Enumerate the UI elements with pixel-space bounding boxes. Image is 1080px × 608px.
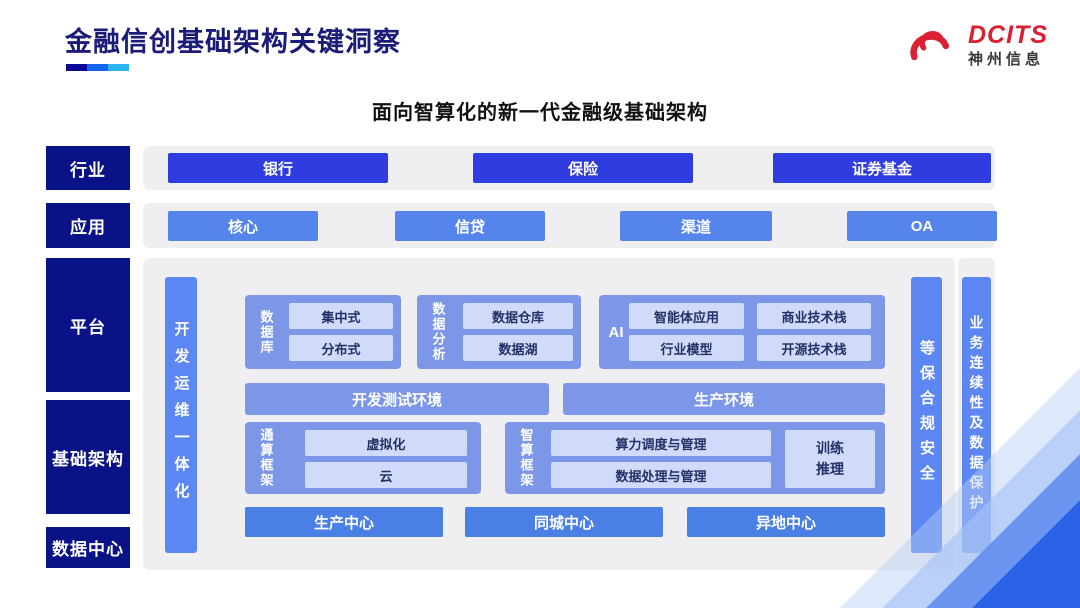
row-label-platform: 平台 [46,258,130,392]
dcits-logo: DCITS 神州信息 [902,20,1048,70]
title-underline [66,64,129,71]
continuity-vertical-bar: 业务连续性及数据保护 [962,277,991,553]
security-vertical-bar: 等保合规安全 [911,277,942,553]
application-row-panel: 核心 信贷 渠道 OA [143,203,997,248]
database-item-distributed: 分布式 [289,335,393,361]
center-box-remote: 异地中心 [687,507,885,537]
row-label-application: 应用 [46,203,130,248]
group-analytics-label: 数据分析 [430,302,446,362]
group-general-compute: 通算框架 虚拟化 云 [245,422,481,494]
page-title: 金融信创基础架构关键洞察 [65,27,401,57]
ai-item-agent-app: 智能体应用 [629,303,744,329]
row-label-industry: 行业 [46,146,130,190]
underline-segment-cyan [108,64,129,71]
group-ai-label: AI [608,323,624,341]
row-label-datacenter: 数据中心 [46,527,130,568]
row-label-infrastructure: 基础架构 [46,400,130,514]
continuity-panel: 业务连续性及数据保护 [958,258,995,570]
ai-item-industry-model: 行业模型 [629,335,744,361]
underline-segment-dark [66,64,87,71]
logo-company-text: 神州信息 [968,51,1045,68]
ai-item-commercial-stack: 商业技术栈 [757,303,871,329]
group-analytics: 数据分析 数据仓库 数据湖 [417,295,581,369]
industry-box-insurance: 保险 [473,153,693,183]
devops-vertical-bar: 开发运维一体化 [165,277,197,553]
industry-row-panel: 银行 保险 证券基金 [143,146,995,190]
app-box-core: 核心 [168,211,318,241]
industry-box-securities: 证券基金 [773,153,991,183]
group-general-compute-label: 通算框架 [258,428,274,488]
logo-text: DCITS 神州信息 [968,21,1048,68]
center-box-production: 生产中心 [245,507,443,537]
app-box-oa: OA [847,211,997,241]
app-box-credit: 信贷 [395,211,545,241]
database-item-centralized: 集中式 [289,303,393,329]
group-database: 数据库 集中式 分布式 [245,295,401,369]
industry-box-bank: 银行 [168,153,388,183]
logo-brand-text: DCITS [968,21,1048,49]
group-ai: AI 智能体应用 商业技术栈 行业模型 开源技术栈 [599,295,885,369]
analytics-item-datalake: 数据湖 [463,335,573,361]
dcits-swirl-icon [910,30,950,61]
diagram-title: 面向智算化的新一代金融级基础架构 [372,102,708,124]
group-database-label: 数据库 [258,309,274,355]
ai-compute-item-dataprocessing: 数据处理与管理 [551,462,771,488]
general-compute-item-virtualization: 虚拟化 [305,430,467,456]
group-ai-compute: 智算框架 算力调度与管理 数据处理与管理 训练 推理 [505,422,885,494]
underline-segment-blue [87,64,108,71]
ai-item-opensource-stack: 开源技术栈 [757,335,871,361]
ai-compute-item-scheduling: 算力调度与管理 [551,430,771,456]
env-bar-production: 生产环境 [563,383,885,415]
ai-compute-item-train-infer: 训练 推理 [785,430,875,488]
analytics-item-warehouse: 数据仓库 [463,303,573,329]
center-box-samecity: 同城中心 [465,507,663,537]
group-ai-compute-label: 智算框架 [518,428,534,488]
general-compute-item-cloud: 云 [305,462,467,488]
platform-main-panel: 开发运维一体化 数据库 集中式 分布式 数据分析 数据仓库 数据湖 AI 智能体… [143,258,955,570]
app-box-channel: 渠道 [620,211,772,241]
env-bar-devtest: 开发测试环境 [245,383,549,415]
